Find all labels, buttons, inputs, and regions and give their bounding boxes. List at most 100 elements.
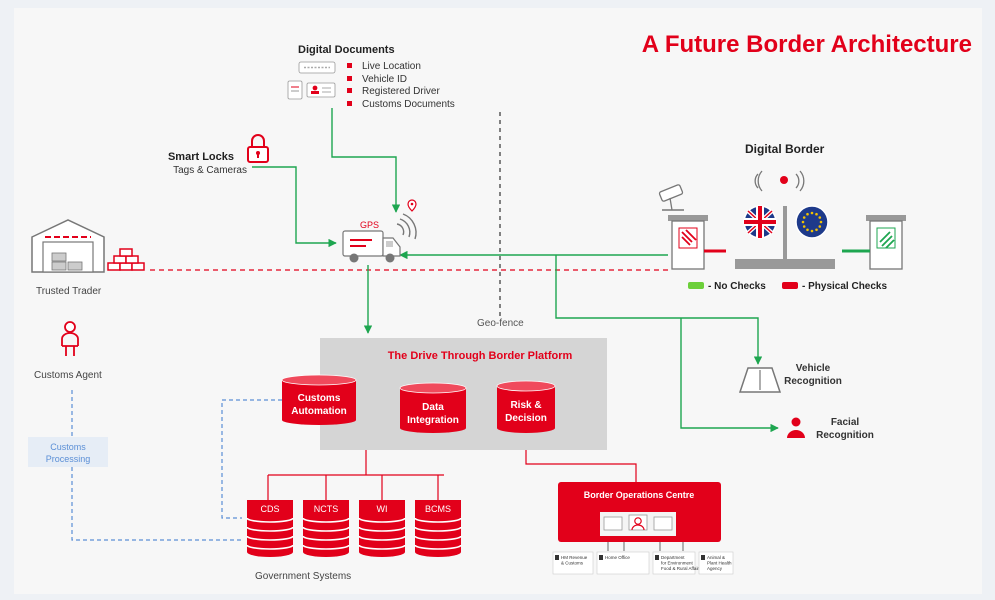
department-name-line: Department [661, 555, 685, 560]
document-page-icon [287, 80, 303, 100]
face-user-icon [787, 417, 805, 438]
vehicle-recognition-line1: Vehicle [796, 363, 831, 374]
risk-decision-line2: Decision [505, 413, 547, 424]
gov-system-label: BCMS [425, 504, 451, 514]
bullet-icon [347, 88, 352, 93]
canvas-panel [14, 8, 982, 594]
data-integration-line2: Integration [407, 415, 459, 426]
customs-processing-line2: Processing [46, 454, 91, 464]
digital-border-group: Digital Border [658, 142, 906, 292]
physical-checks-swatch [782, 282, 798, 289]
geo-fence-label: Geo-fence [477, 318, 524, 329]
department-logo: Home Office [596, 551, 650, 575]
uk-flag-icon [743, 205, 777, 239]
document-card-icon [298, 61, 336, 74]
antenna-icon [754, 170, 805, 192]
government-systems-label: Government Systems [255, 571, 351, 582]
crest-icon [655, 555, 659, 560]
border-pole [783, 206, 787, 260]
risk-decision-db: Risk & Decision [496, 380, 556, 433]
trusted-trader-label: Trusted Trader [36, 286, 102, 297]
smart-locks-heading: Smart Locks [168, 151, 234, 163]
to-vehicle-recognition-connector [555, 255, 763, 365]
bullet-icon [347, 76, 352, 81]
crest-icon [701, 555, 705, 560]
customs-agent-group: Customs Agent Customs Processing [28, 321, 108, 467]
truck-icon: GPS [342, 199, 417, 263]
person-icon [61, 321, 79, 356]
platform-heading: The Drive Through Border Platform [388, 350, 573, 362]
doc-item-vehicle-id: Vehicle ID [362, 74, 407, 85]
border-road-base [735, 259, 835, 269]
bullet-icon [347, 63, 352, 68]
customs-automation-db: Customs Automation [281, 374, 357, 425]
department-logo: HM Revenue& Customs [552, 551, 594, 575]
gov-system-db: BCMS [414, 500, 462, 557]
eu-flag-icon [795, 205, 829, 239]
digital-documents-heading: Digital Documents [298, 44, 395, 56]
id-card-icon [306, 82, 336, 98]
location-pin-icon [407, 199, 417, 212]
legend-no-checks: - No Checks [708, 281, 766, 292]
gov-system-label: CDS [260, 504, 279, 514]
doc-item-live-location: Live Location [362, 61, 421, 72]
trusted-trader-group: Trusted Trader [31, 219, 145, 297]
department-name-line: & Customs [561, 561, 584, 566]
doc-item-registered-driver: Registered Driver [362, 86, 440, 97]
department-name-line: Plant Health [707, 561, 732, 566]
risk-decision-line1: Risk & [510, 400, 541, 411]
crest-icon [555, 555, 559, 560]
crest-icon [599, 555, 603, 560]
border-ops-heading: Border Operations Centre [584, 490, 695, 500]
automation-to-gov-dashed [221, 399, 282, 519]
right-booth-icon [842, 215, 906, 270]
monitors-operator-icon [600, 512, 676, 536]
customs-automation-line2: Automation [291, 406, 347, 417]
department-name-line: Agency [707, 566, 723, 571]
customs-automation-line1: Customs [298, 393, 341, 404]
facial-recognition-group: Facial Recognition [787, 417, 874, 441]
facial-recognition-line1: Facial [831, 417, 860, 428]
data-integration-db: Data Integration [399, 382, 467, 433]
facial-recognition-line2: Recognition [816, 430, 874, 441]
digital-documents-group: Digital Documents Live Location Vehicle … [287, 44, 455, 110]
camera-icon [658, 184, 684, 211]
department-name-line: Animal & [707, 555, 725, 560]
government-systems-group: CDS NCTS WI BCMS Government Systems [246, 500, 462, 582]
no-checks-swatch [688, 282, 704, 289]
gov-system-db: NCTS [302, 500, 350, 557]
customs-processing-line1: Customs [50, 442, 86, 452]
customs-agent-label: Customs Agent [34, 370, 102, 381]
department-name-line: HM Revenue [561, 555, 588, 560]
smart-locks-subtext: Tags & Cameras [173, 165, 247, 176]
locks-to-truck-connector [252, 166, 337, 248]
department-name-line: Food & Rural Affairs [661, 566, 702, 571]
gov-system-label: WI [377, 504, 388, 514]
legend-physical-checks: - Physical Checks [802, 281, 887, 292]
boxes-stack-icon [107, 248, 145, 271]
documents-to-truck-connector [331, 108, 401, 213]
vehicle-recognition-line2: Recognition [784, 376, 842, 387]
warehouse-icon [31, 219, 105, 273]
department-name-line: Home Office [605, 555, 630, 560]
digital-border-heading: Digital Border [745, 142, 825, 156]
to-facial-recognition-connector [680, 318, 779, 433]
department-name-line: for Environment [661, 561, 694, 566]
page-title: A Future Border Architecture [642, 31, 972, 58]
gov-system-db: CDS [246, 500, 294, 557]
drive-through-platform: The Drive Through Border Platform Custom… [281, 338, 607, 450]
left-booth-icon [668, 215, 726, 270]
customs-processing-box [28, 437, 108, 467]
gov-system-db: WI [358, 500, 406, 557]
vehicle-recognition-group: Vehicle Recognition [738, 363, 842, 393]
smart-locks-group: Smart Locks Tags & Cameras [168, 134, 269, 176]
padlock-icon [247, 134, 269, 163]
gov-system-label: NCTS [314, 504, 339, 514]
bullet-icon [347, 101, 352, 106]
border-ops-centre: Border Operations Centre HM Revenue& Cus… [552, 482, 734, 575]
data-integration-line1: Data [422, 402, 444, 413]
